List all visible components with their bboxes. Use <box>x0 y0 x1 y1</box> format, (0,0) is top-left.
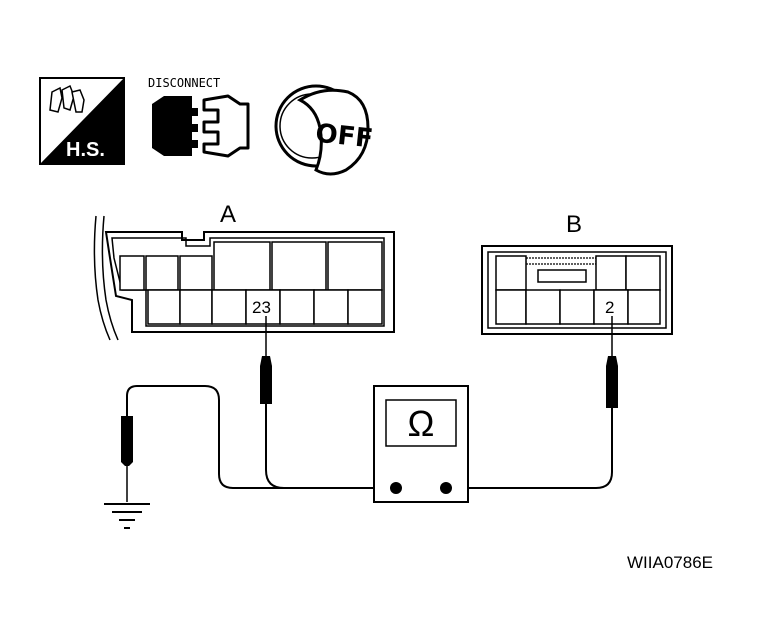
connector-a: A 23 <box>93 201 395 341</box>
connector-b-label: B <box>566 211 582 238</box>
ohmmeter: Ω <box>373 385 469 503</box>
hs-label: H.S. <box>66 139 105 161</box>
ohmmeter-display <box>385 399 457 447</box>
ohm-symbol-icon: Ω <box>408 403 435 444</box>
ignition-off-label: OFF <box>314 119 374 155</box>
ohmmeter-terminal-left <box>390 482 402 494</box>
probe-ground <box>121 416 133 502</box>
ohmmeter-terminal-right <box>440 482 452 494</box>
connector-socket-icon <box>202 94 250 158</box>
connector-b-pin-label: 2 <box>605 298 614 317</box>
connector-a-label: A <box>220 201 236 228</box>
hs-icon: H.S. <box>39 77 125 165</box>
connector-a-pin-label: 23 <box>252 298 271 317</box>
disconnect-icon: DISCONNECT <box>148 76 250 158</box>
probe-b <box>606 316 618 472</box>
disconnect-label: DISCONNECT <box>148 76 220 90</box>
harness-hands-icon <box>49 84 85 113</box>
ignition-off-icon: OFF <box>274 84 374 176</box>
wire-ground-to-meter <box>126 385 396 489</box>
connector-a-pin-23-cavity <box>245 289 281 325</box>
connector-b: B 2 <box>481 211 673 335</box>
figure-code: WIIA0786E <box>627 553 713 572</box>
connector-plug-icon <box>152 96 198 156</box>
wire-probe-a-to-meter <box>265 469 285 489</box>
wire-probe-b-to-meter <box>446 471 613 489</box>
probe-a <box>260 316 272 470</box>
ground-symbol-icon <box>104 503 150 529</box>
